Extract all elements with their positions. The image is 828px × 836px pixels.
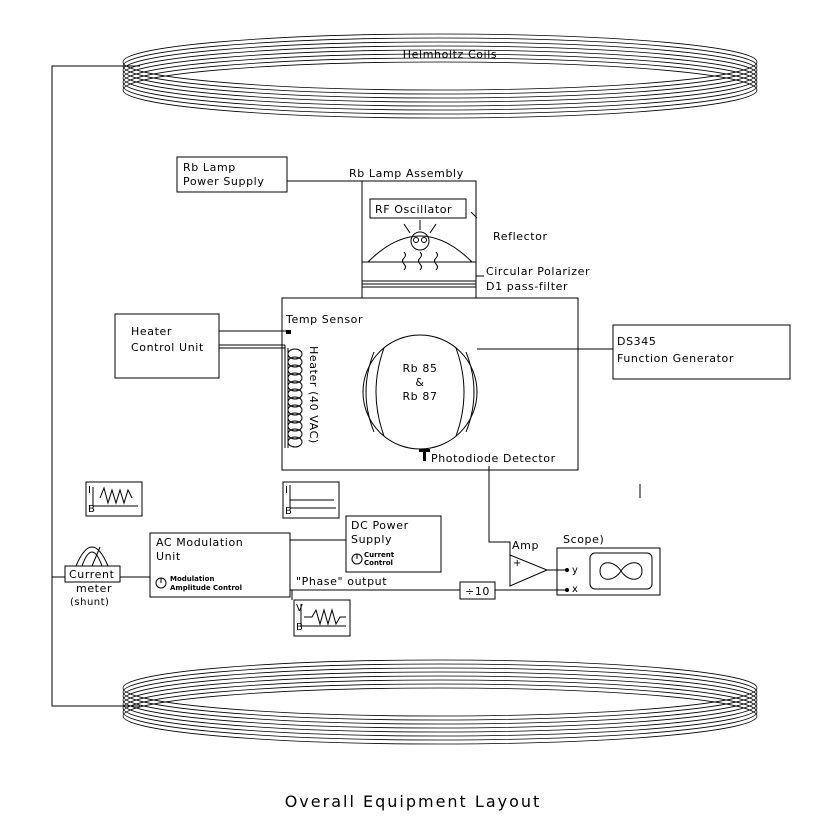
heater-coil: Heater (40 VAC) bbox=[284, 345, 320, 448]
svg-text:Supply: Supply bbox=[351, 533, 392, 546]
svg-text:Power Supply: Power Supply bbox=[183, 175, 264, 188]
divide-by-ten: ÷10 bbox=[459, 581, 567, 600]
svg-text:Photodiode Detector: Photodiode Detector bbox=[431, 452, 556, 465]
svg-text:Scope): Scope) bbox=[563, 533, 604, 546]
svg-text:RF Oscillator: RF Oscillator bbox=[375, 203, 452, 216]
svg-text:Rb Lamp: Rb Lamp bbox=[183, 161, 236, 174]
rb-lamp-assembly: Rb Lamp Assembly RF Oscillator bbox=[349, 167, 478, 299]
oscilloscope: Scope) y x bbox=[556, 533, 661, 596]
svg-text:x: x bbox=[572, 584, 578, 595]
svg-text:Unit: Unit bbox=[156, 550, 181, 563]
graph-dc-current: I B bbox=[282, 481, 340, 519]
svg-text:(shunt): (shunt) bbox=[70, 597, 109, 608]
rb-lamp-bulb bbox=[410, 231, 430, 251]
diagram-caption: Overall Equipment Layout bbox=[285, 792, 542, 811]
ac-modulation-unit: AC Modulation Unit Modulation Amplitude … bbox=[120, 532, 460, 598]
helmholtz-coil-top bbox=[122, 33, 758, 119]
svg-text:Heater: Heater bbox=[131, 325, 172, 338]
amplifier: Amp + bbox=[509, 539, 567, 587]
svg-text:Control Unit: Control Unit bbox=[131, 341, 204, 354]
svg-text:Amplitude Control: Amplitude Control bbox=[170, 584, 242, 592]
svg-text:DS345: DS345 bbox=[617, 335, 656, 348]
heater-control-unit: Heater Control Unit bbox=[114, 313, 288, 379]
helmholtz-coil-bottom bbox=[122, 659, 758, 745]
svg-text:Current: Current bbox=[364, 551, 395, 559]
svg-text:I: I bbox=[88, 485, 91, 496]
svg-text:AC Modulation: AC Modulation bbox=[156, 536, 243, 549]
reflector-label: Reflector bbox=[493, 230, 548, 243]
svg-text:B: B bbox=[88, 504, 95, 515]
heater-label: Heater (40 VAC) bbox=[307, 346, 320, 444]
svg-text:meter: meter bbox=[76, 582, 112, 595]
svg-text:&: & bbox=[415, 376, 424, 389]
reflector-dome bbox=[367, 235, 473, 263]
graph-phase-voltage: V B bbox=[293, 599, 351, 637]
svg-text:Control: Control bbox=[364, 559, 393, 567]
svg-text:I: I bbox=[285, 485, 288, 496]
rf-oscillator-box bbox=[369, 198, 467, 219]
svg-text:Rb Lamp Assembly: Rb Lamp Assembly bbox=[349, 167, 464, 180]
current-meter: Current meter (shunt) bbox=[52, 546, 121, 608]
svg-text:÷10: ÷10 bbox=[465, 585, 490, 598]
svg-text:+: + bbox=[513, 558, 522, 569]
svg-text:B: B bbox=[285, 506, 292, 517]
main-chamber: Temp Sensor bbox=[281, 297, 579, 471]
phase-output-label: "Phase" output bbox=[296, 575, 387, 588]
graph-current-modulation: I B bbox=[85, 481, 143, 517]
helmholtz-coils-label: Helmholtz Coils bbox=[403, 48, 497, 61]
rb-cell: Rb 85 & Rb 87 bbox=[362, 334, 478, 450]
svg-text:Amp: Amp bbox=[512, 539, 539, 552]
function-generator: DS345 Function Generator bbox=[477, 324, 791, 380]
svg-text:y: y bbox=[572, 565, 578, 576]
coil-wiring bbox=[51, 65, 140, 707]
svg-text:DC Power: DC Power bbox=[351, 519, 409, 532]
dc-power-supply: DC Power Supply Current Control bbox=[290, 515, 442, 573]
rb-lamp-power-supply: Rb Lamp Power Supply bbox=[176, 156, 362, 193]
svg-text:Function Generator: Function Generator bbox=[617, 352, 734, 365]
svg-text:Rb 85: Rb 85 bbox=[402, 362, 437, 375]
svg-text:B: B bbox=[296, 622, 303, 633]
photodiode-detector: Photodiode Detector bbox=[419, 449, 556, 555]
svg-text:Rb 87: Rb 87 bbox=[402, 390, 437, 403]
circular-polarizer-label: Circular Polarizer bbox=[486, 265, 590, 278]
svg-text:Modulation: Modulation bbox=[170, 575, 214, 583]
d1-pass-filter-label: D1 pass-filter bbox=[486, 280, 568, 293]
svg-text:Current: Current bbox=[69, 568, 115, 581]
svg-text:V: V bbox=[296, 603, 303, 614]
svg-text:Temp Sensor: Temp Sensor bbox=[285, 313, 363, 326]
